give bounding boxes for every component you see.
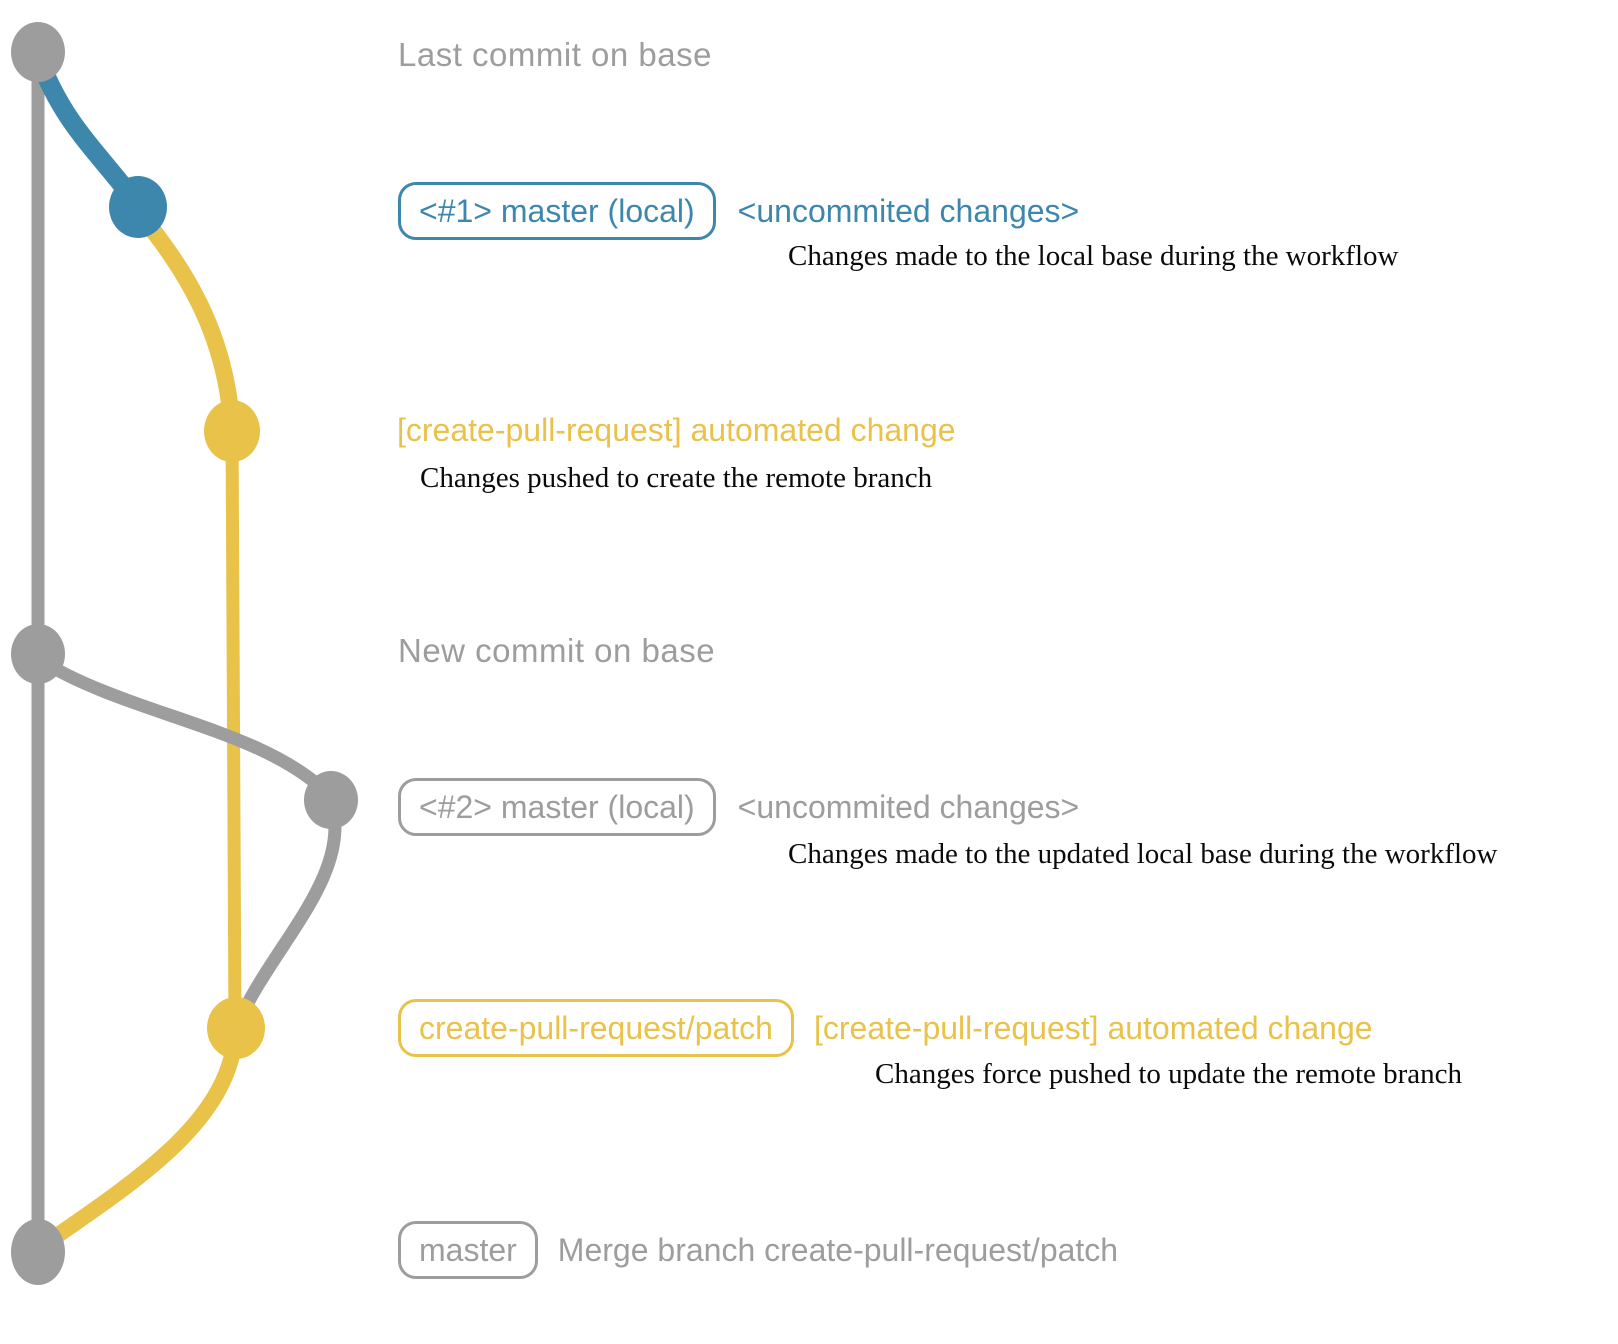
commit-node-last-commit-on-base [11, 22, 65, 82]
commit-node-patch-force-push [207, 997, 265, 1059]
description-local-base-changes-2: Changes made to the updated local base d… [788, 838, 1498, 870]
commit-node-patch-push [204, 400, 260, 462]
branch-badge-master-local-2: <#2> master (local) [398, 778, 716, 836]
branch-patch-vertical-line [225, 427, 242, 1027]
commit-node-local-master-2 [304, 771, 358, 829]
annotation-row-patch-branch: create-pull-request/patch [create-pull-r… [398, 999, 1373, 1057]
commit-node-local-master-1 [109, 176, 167, 238]
branch-badge-master: master [398, 1221, 538, 1279]
annotation-row-local-master-1: <#1> master (local) <uncommited changes> [398, 182, 1079, 240]
commit-message-uncommited-changes-2: <uncommited changes> [737, 788, 1080, 825]
commit-message-merge-branch: Merge branch create-pull-request/patch [557, 1231, 1119, 1268]
branch-local-master-2-to-patch-line [230, 797, 342, 1033]
description-force-push-remote-branch: Changes force pushed to update the remot… [875, 1058, 1463, 1090]
commit-node-merge-on-master [11, 1219, 65, 1285]
branch-local-master-2-line [33, 653, 337, 803]
annotation-row-merge-master: master Merge branch create-pull-request/… [398, 1221, 1118, 1279]
commit-message-automated-change-1: [create-pull-request] automated change [397, 412, 956, 448]
branch-patch-upper-line [131, 205, 241, 437]
branch-badge-create-pull-request-patch: create-pull-request/patch [398, 999, 794, 1057]
description-push-remote-branch: Changes pushed to create the remote bran… [420, 462, 933, 494]
annotation-row-local-master-2: <#2> master (local) <uncommited changes> [398, 778, 1079, 836]
annotation-new-commit-on-base: New commit on base [398, 632, 716, 669]
commit-node-new-commit-on-base [11, 624, 65, 684]
branch-badge-master-local-1: <#1> master (local) [398, 182, 716, 240]
commit-message-uncommited-changes-1: <uncommited changes> [737, 192, 1080, 229]
branch-graph [11, 22, 358, 1285]
description-local-base-changes-1: Changes made to the local base during th… [788, 240, 1399, 272]
commit-message-automated-change-2: [create-pull-request] automated change [813, 1009, 1373, 1046]
annotation-last-commit-on-base: Last commit on base [398, 36, 712, 73]
branch-patch-merge-line [34, 1020, 244, 1254]
branch-local-master-1-line [28, 46, 144, 210]
